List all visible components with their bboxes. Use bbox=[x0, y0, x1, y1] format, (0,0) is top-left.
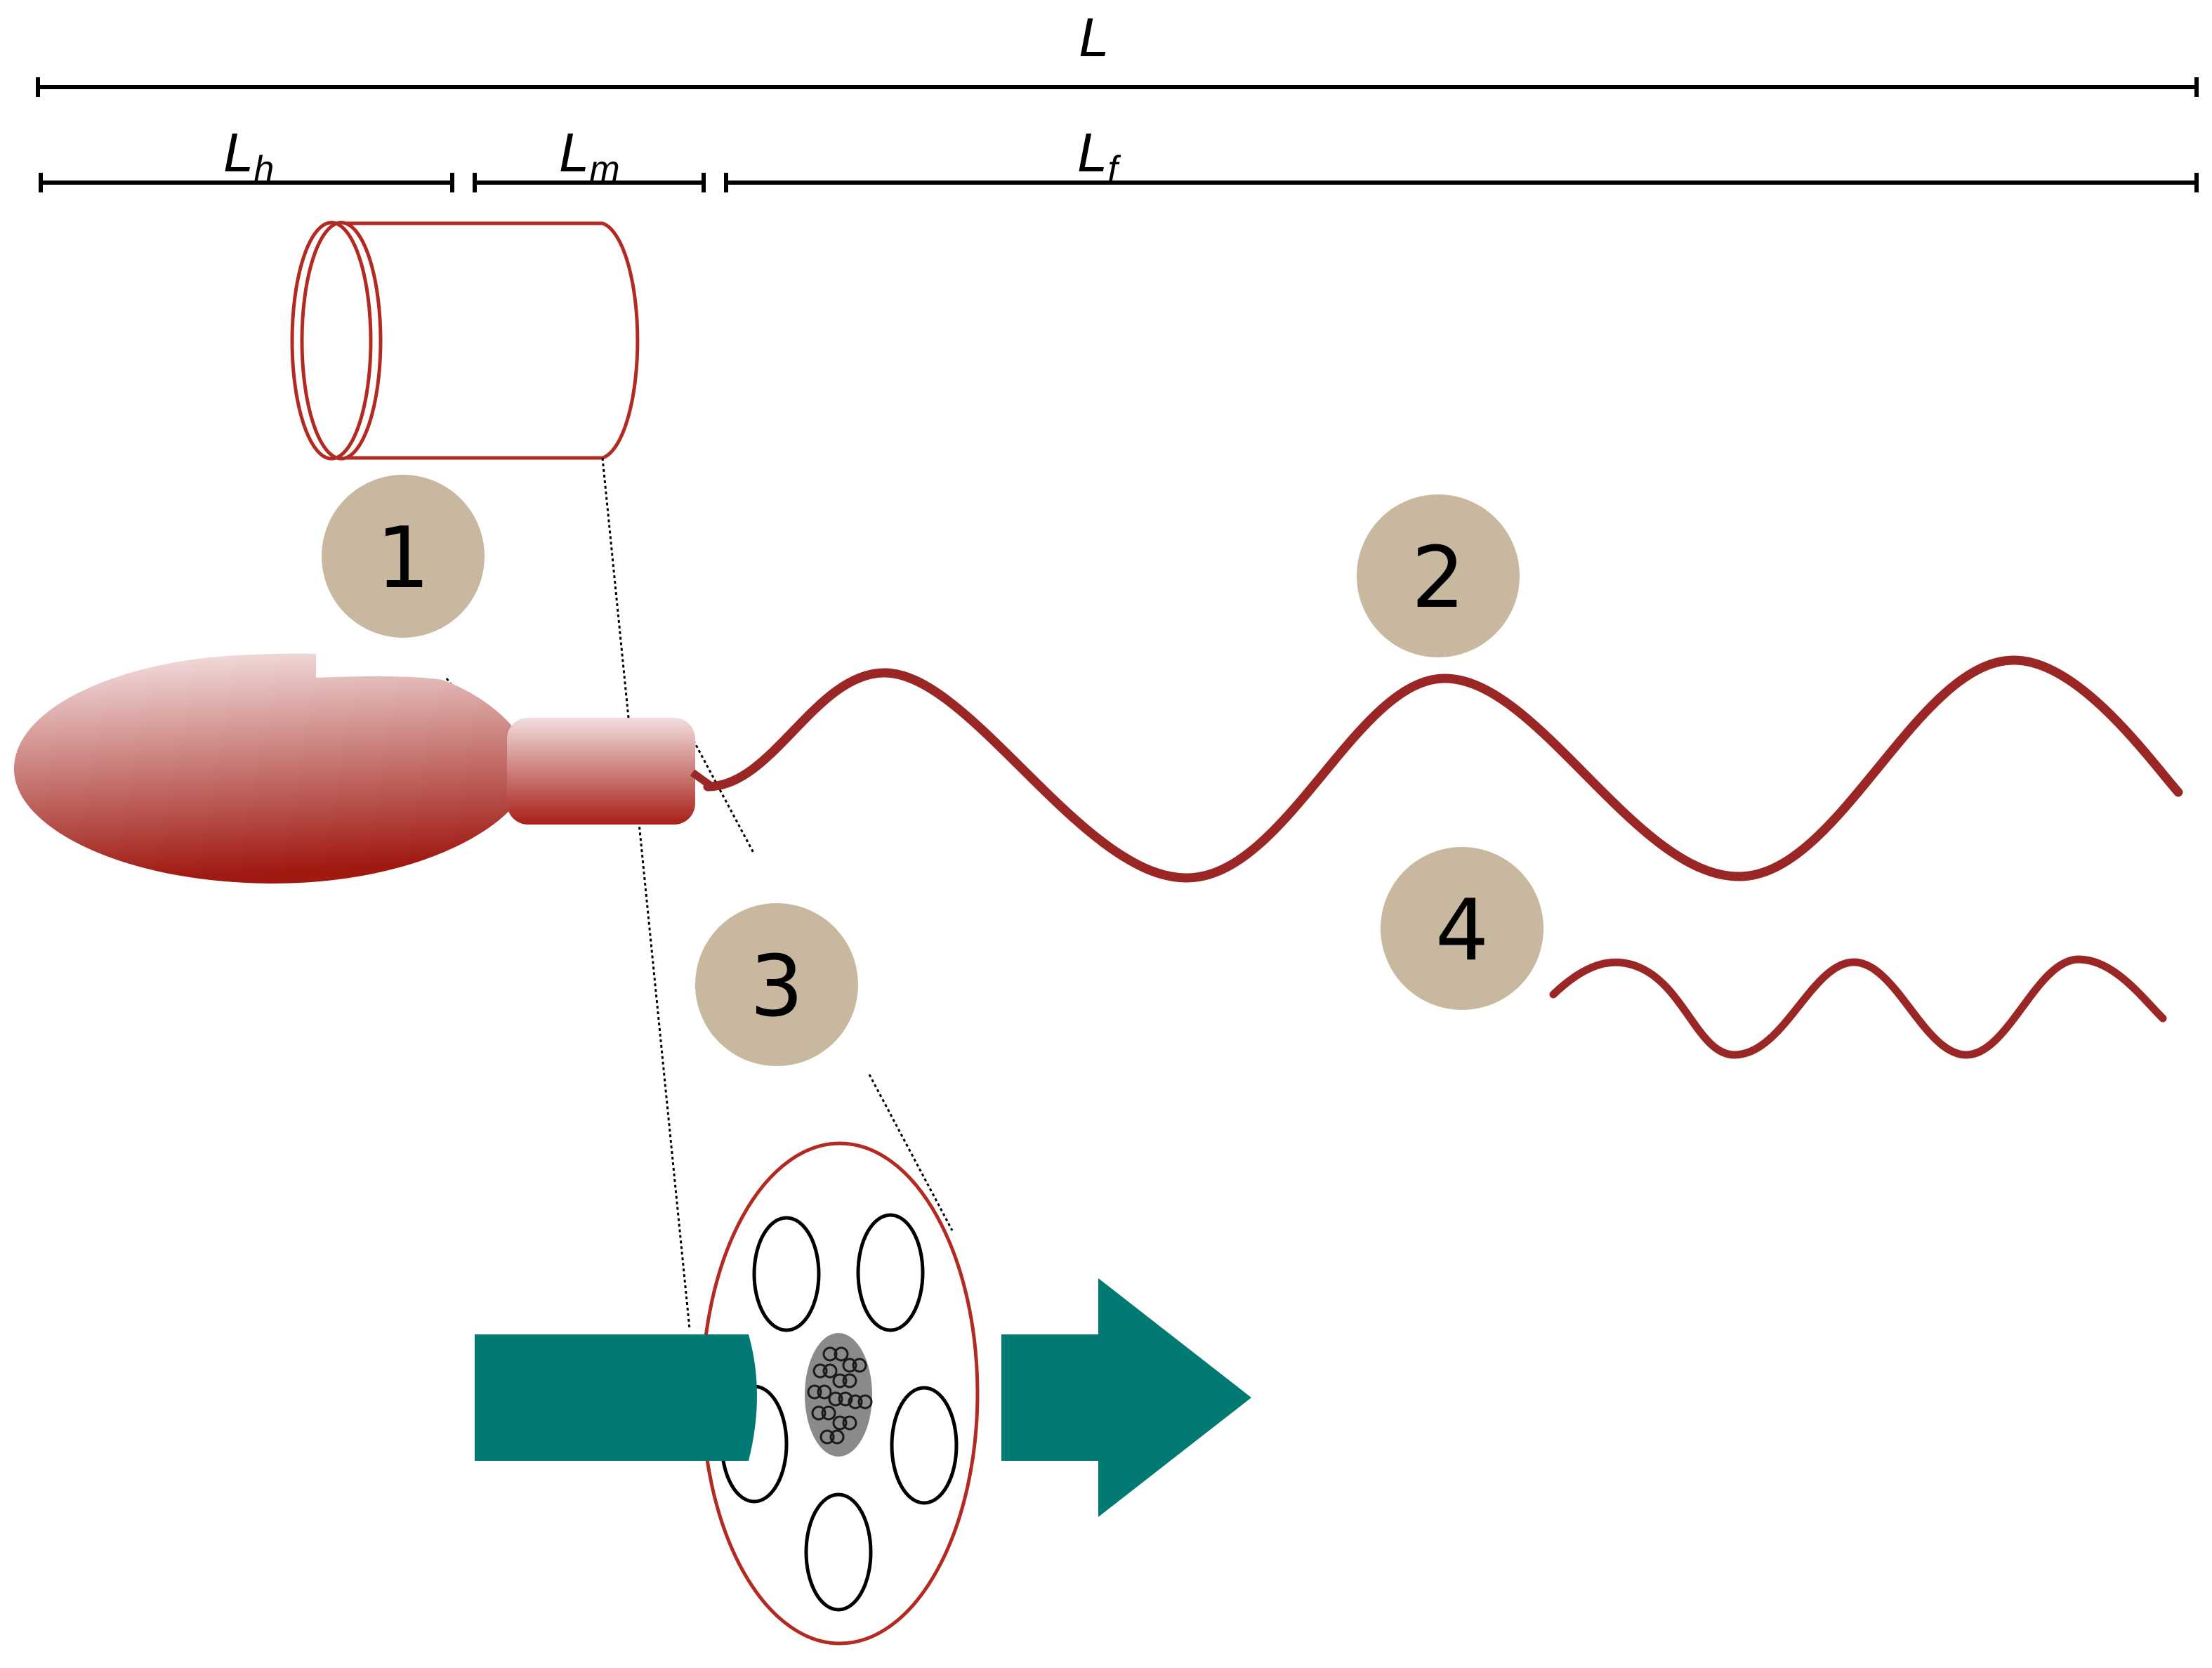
sperm-midpiece bbox=[507, 718, 695, 825]
svg-text:2: 2 bbox=[1411, 530, 1465, 627]
cylinder-icon bbox=[290, 221, 640, 461]
axoneme-core bbox=[805, 1333, 872, 1457]
microtubule-doublets bbox=[807, 1346, 873, 1445]
flagellum-wave bbox=[703, 655, 2183, 883]
badge-1: 1 bbox=[322, 475, 485, 638]
dimension-total-label: L bbox=[1079, 6, 1109, 68]
flagellum-neck bbox=[690, 769, 715, 790]
mitochondrion-4 bbox=[890, 1386, 959, 1505]
badge-3: 3 bbox=[695, 903, 858, 1066]
dimension-head-label: Lh bbox=[223, 122, 274, 190]
sperm-head bbox=[14, 653, 530, 884]
dimension-midpiece-label: Lm bbox=[559, 122, 620, 190]
mitochondrion-2 bbox=[856, 1213, 925, 1332]
dimension-total bbox=[36, 77, 2199, 97]
mitochondrion-5 bbox=[804, 1492, 873, 1612]
svg-text:3: 3 bbox=[750, 938, 803, 1036]
dimension-flagellum bbox=[724, 173, 2199, 192]
dimension-midpiece bbox=[473, 173, 706, 192]
dimension-flagellum-label: Lf bbox=[1077, 122, 1121, 190]
svg-text:4: 4 bbox=[1435, 882, 1489, 980]
svg-text:1: 1 bbox=[376, 510, 430, 608]
arrow-tail bbox=[475, 1334, 757, 1461]
badge-2: 2 bbox=[1357, 494, 1520, 657]
secondary-wave bbox=[1549, 955, 2167, 1059]
dimension-head bbox=[39, 173, 454, 192]
mitochondrion-1 bbox=[752, 1216, 821, 1332]
badge-4: 4 bbox=[1381, 847, 1543, 1010]
arrow-right-icon bbox=[1001, 1278, 1251, 1517]
